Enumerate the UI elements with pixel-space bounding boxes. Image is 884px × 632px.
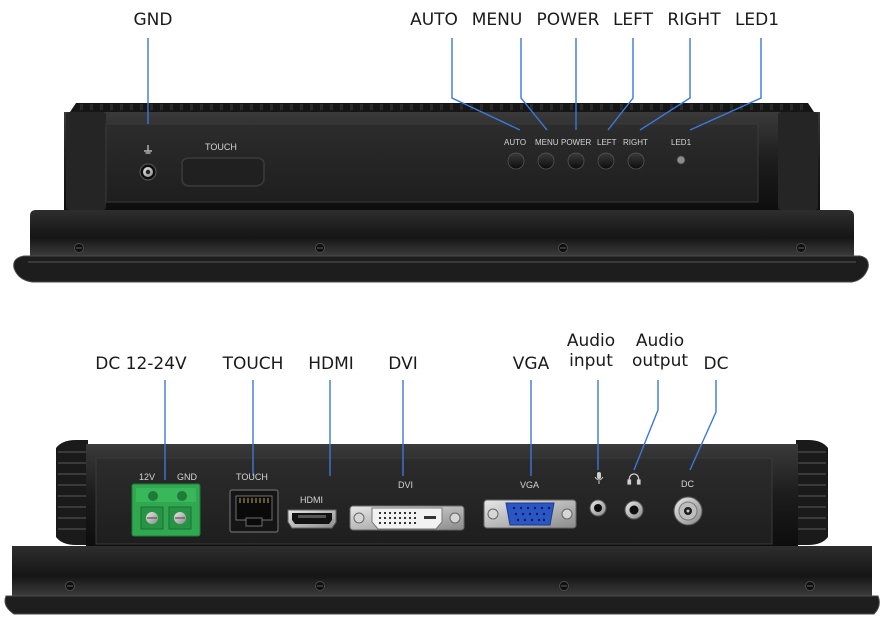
callout-right: RIGHT (667, 10, 721, 30)
top-glass-lip (13, 255, 869, 283)
top-device (13, 103, 869, 283)
top-front-bezel (30, 210, 854, 256)
top-vent-ribs (80, 104, 803, 110)
panel-label-touch: TOUCH (205, 142, 237, 152)
panel-label-hdmi: HDMI (300, 495, 323, 505)
callout-left: LEFT (612, 10, 654, 30)
audio-input-jack (589, 499, 607, 517)
callout-power: POWER (536, 10, 600, 30)
callout-dc: DC (703, 354, 729, 374)
vga-port (483, 499, 577, 529)
panel-label-vga: VGA (520, 480, 540, 490)
callout-audio-input: Audio input (567, 331, 615, 371)
audio-output-jack (624, 500, 644, 520)
panel-label-left: LEFT (597, 138, 617, 147)
bottom-right-fin-lines (798, 451, 826, 530)
panel-label-auto: AUTO (504, 138, 527, 147)
callout-dc-12-24v: DC 12-24V (95, 354, 187, 374)
callout-audio-input-line1: Audio (566, 331, 616, 351)
headphone-icon (627, 473, 641, 485)
panel-label-12v: 12V (139, 472, 156, 482)
microphone-icon (594, 472, 604, 484)
led1-indicator (676, 155, 686, 165)
callout-touch: TOUCH (222, 354, 284, 374)
panel-label-dvi: DVI (398, 480, 414, 490)
bottom-front-bezel (12, 546, 872, 596)
callout-menu: MENU (471, 10, 523, 30)
callout-dvi: DVI (388, 354, 418, 374)
callout-gnd: GND (133, 10, 173, 30)
panel-label-menu: MENU (535, 138, 559, 147)
panel-label-dc: DC (681, 479, 694, 489)
right-button[interactable] (627, 152, 645, 170)
top-leader-lines (147, 38, 762, 131)
left-button[interactable] (597, 152, 615, 170)
bottom-left-fin-lines (58, 451, 86, 530)
panel-label-touch-bottom: TOUCH (236, 472, 268, 482)
top-right-corner-block (778, 112, 818, 210)
panel-label-led1: LED1 (671, 138, 692, 147)
callout-audio-input-line2: input (569, 351, 613, 371)
callout-audio-output: Audio output (632, 331, 688, 371)
dc-terminal-block (131, 483, 201, 537)
ground-icon (144, 145, 152, 154)
top-left-corner-block (66, 112, 106, 210)
panel-label-gnd: GND (177, 472, 197, 482)
touch-port-cover (181, 157, 265, 187)
bottom-glass-lip (4, 595, 880, 615)
bottom-leader-lines (164, 380, 717, 480)
dc-barrel-jack (673, 496, 703, 526)
callout-audio-output-line2: output (631, 351, 689, 371)
callout-vga: VGA (512, 354, 550, 374)
callout-audio-output-line1: Audio (635, 331, 685, 351)
top-button-row (507, 152, 686, 170)
panel-label-power: POWER (561, 138, 592, 147)
panel-label-right: RIGHT (623, 138, 648, 147)
callout-led1: LED1 (734, 10, 780, 30)
touch-rj45-port (229, 489, 279, 533)
dvi-port (349, 505, 465, 531)
bottom-device (4, 440, 880, 615)
callout-hdmi: HDMI (308, 354, 354, 374)
gnd-screw-terminal (139, 163, 157, 181)
power-button[interactable] (567, 152, 585, 170)
auto-button[interactable] (507, 152, 525, 170)
callout-auto: AUTO (410, 10, 458, 30)
hdmi-port (287, 509, 337, 529)
menu-button[interactable] (537, 152, 555, 170)
